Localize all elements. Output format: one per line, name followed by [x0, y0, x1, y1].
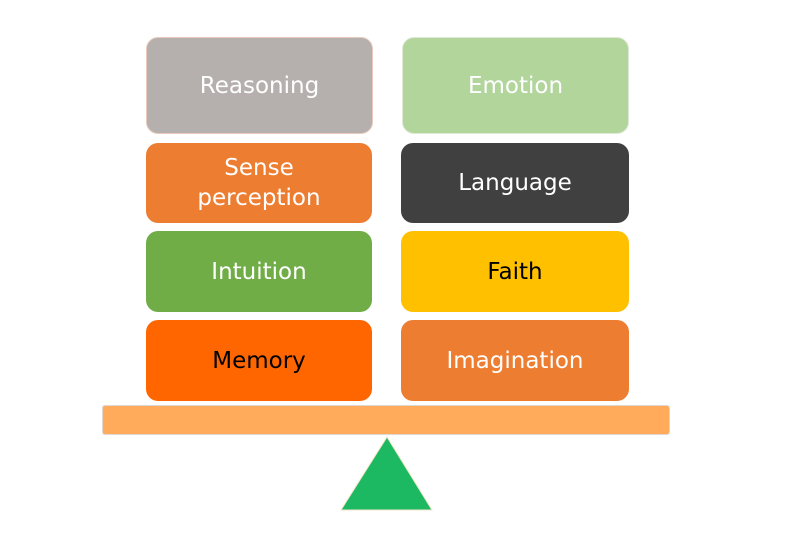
fulcrum-triangle	[340, 436, 433, 511]
box-label: Emotion	[467, 72, 564, 99]
box-label: Memory	[212, 347, 306, 374]
box-label: Faith	[487, 258, 543, 285]
box-reasoning: Reasoning	[146, 37, 373, 134]
box-language: Language	[401, 143, 629, 223]
box-label: Imagination	[446, 347, 584, 374]
box-label: Sense perception	[197, 155, 321, 211]
box-label: Reasoning	[199, 72, 320, 99]
box-memory: Memory	[146, 320, 372, 401]
balance-beam	[102, 405, 670, 435]
box-imagination: Imagination	[401, 320, 629, 401]
box-emotion: Emotion	[402, 37, 629, 134]
box-intuition: Intuition	[146, 231, 372, 312]
box-label: Intuition	[211, 258, 307, 285]
box-label: Language	[458, 170, 572, 196]
box-sense-perception: Sense perception	[146, 143, 372, 223]
box-faith: Faith	[401, 231, 629, 312]
